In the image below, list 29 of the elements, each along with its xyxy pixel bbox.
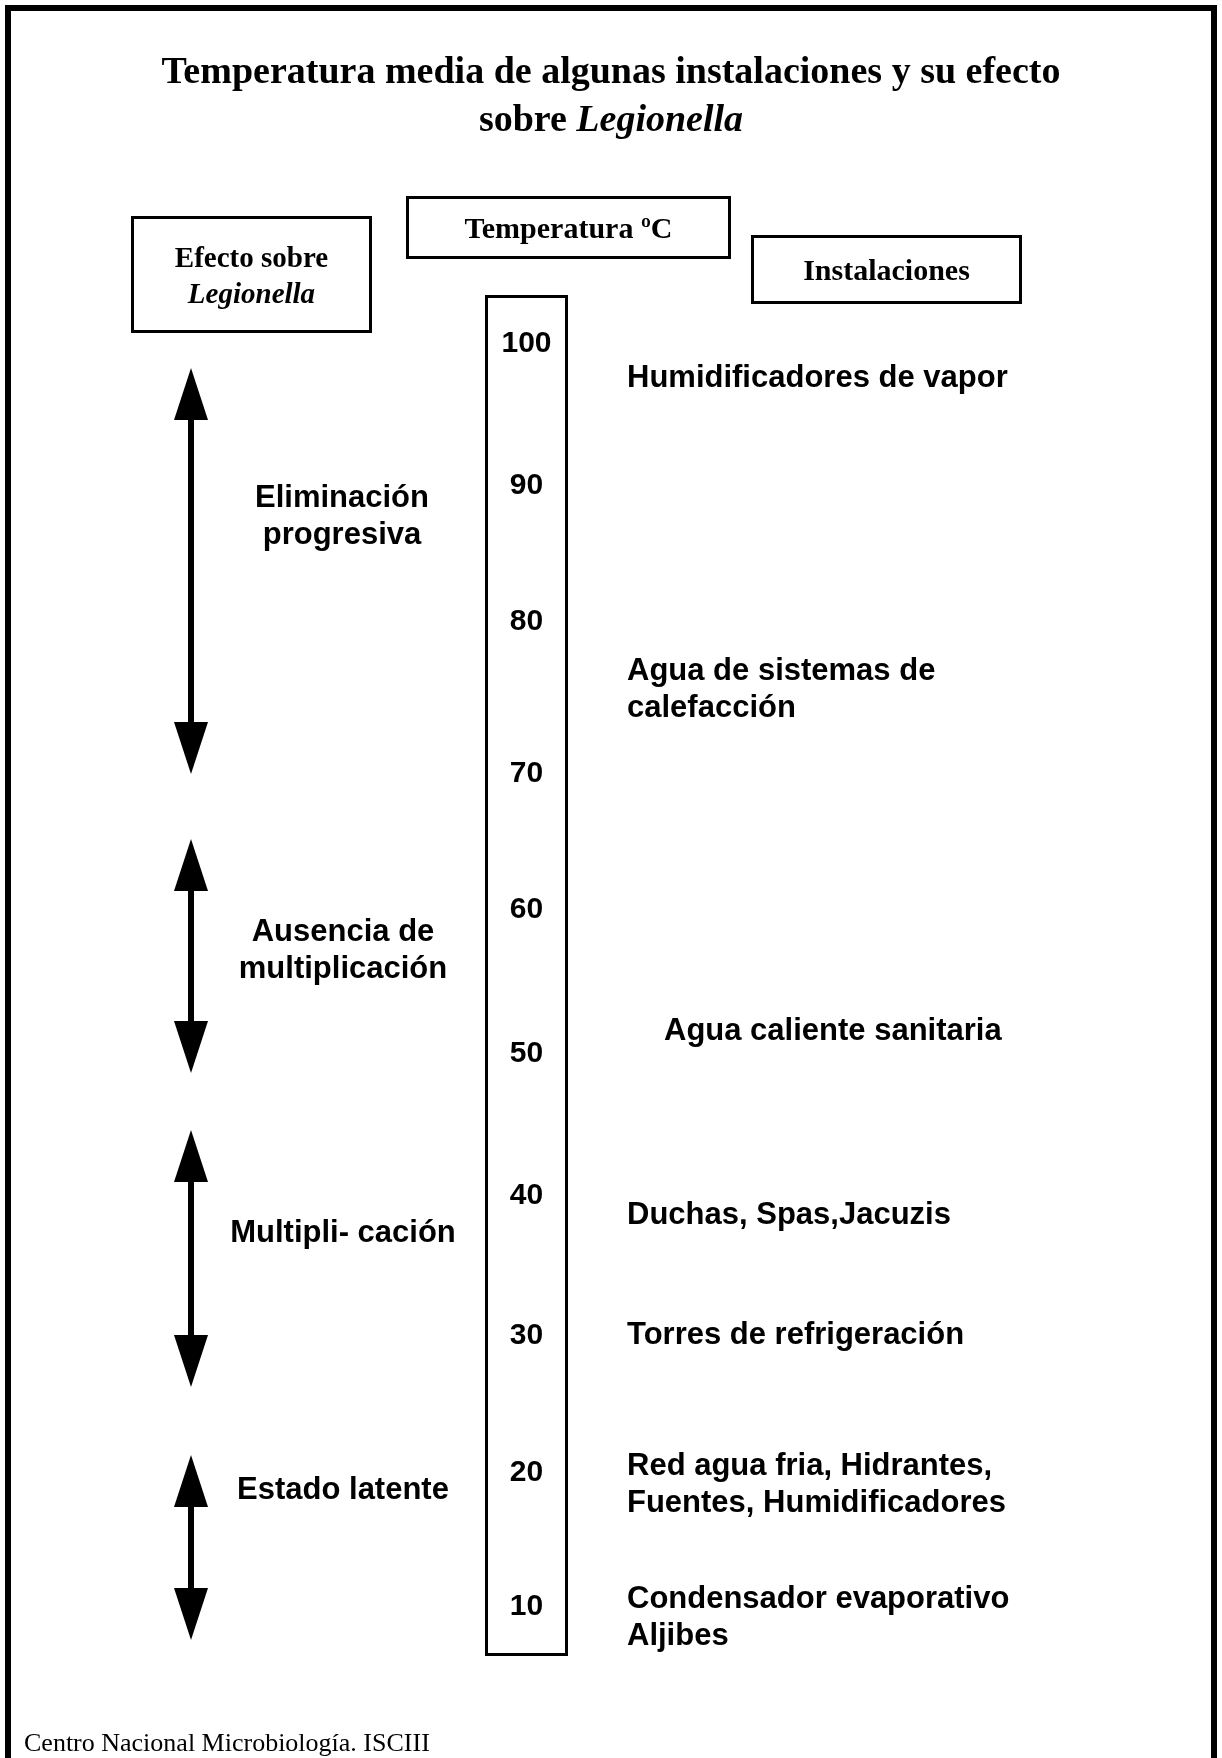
header-text: Instalaciones <box>803 251 970 288</box>
effect-label: Estado latente <box>236 1470 450 1507</box>
temperature-tick-label: 20 <box>508 1454 545 1488</box>
installation-label: Agua caliente sanitaria <box>664 1011 1003 1048</box>
temperature-tick-label: 30 <box>508 1317 545 1351</box>
header-box <box>406 196 731 259</box>
title: Temperatura media de algunas instalaciones y su efecto sobre Legionella <box>160 48 1062 141</box>
temperature-tick-label: 50 <box>508 1035 545 1069</box>
temperature-tick-label: 90 <box>508 467 545 501</box>
installation-label: Humidificadores de vapor <box>627 358 1009 395</box>
temperature-tick-label: 40 <box>508 1177 545 1211</box>
temperature-tick-label: 60 <box>508 891 545 925</box>
installation-label: Red agua fria, Hidrantes, Fuentes, Humidificadores <box>627 1446 1007 1520</box>
temperature-tick-label: 10 <box>508 1588 545 1622</box>
temperature-tick-label: 70 <box>508 755 545 789</box>
effect-label: Eliminación progresiva <box>254 478 430 552</box>
installation-label: Condensador evaporativo Aljibes <box>627 1579 1011 1653</box>
effect-label: Multipli- cación <box>229 1213 457 1250</box>
header-box <box>751 235 1022 304</box>
installation-label: Duchas, Spas,Jacuzis <box>627 1195 952 1232</box>
installation-label: Agua de sistemas de calefacción <box>627 651 937 725</box>
temperature-tick-label: 80 <box>508 603 545 637</box>
effect-label: Ausencia de multiplicación <box>237 912 449 986</box>
header-text: Efecto sobre Legionella <box>173 239 330 311</box>
temperature-tick-label: 100 <box>500 325 553 359</box>
thermometer-column <box>485 295 568 1656</box>
installation-label: Torres de refrigeración <box>627 1315 966 1352</box>
header-text: Temperatura ºC <box>464 209 673 246</box>
header-box <box>131 216 372 333</box>
